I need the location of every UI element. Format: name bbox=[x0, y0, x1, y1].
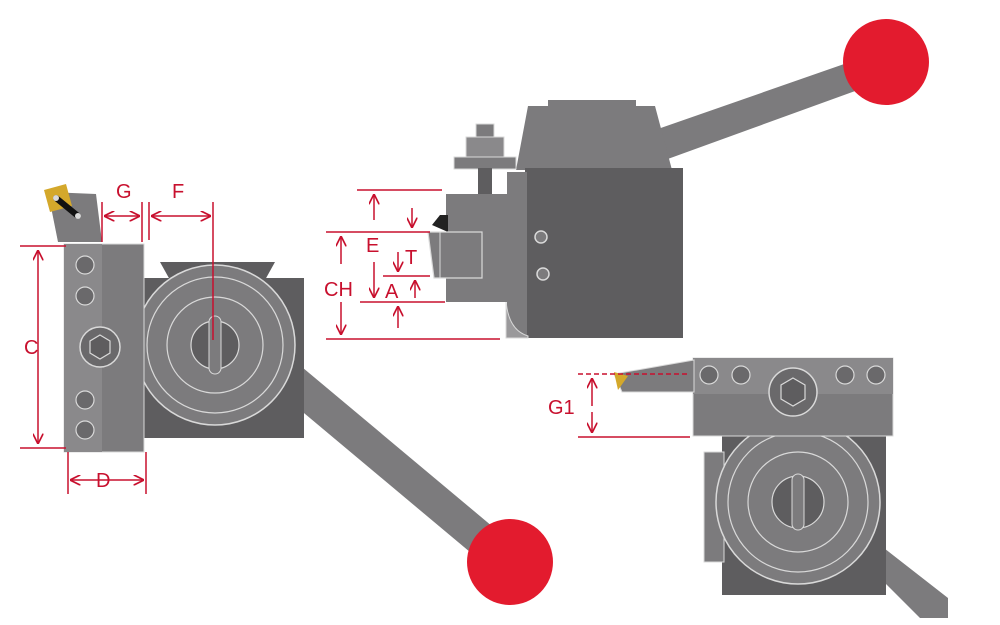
dim-g bbox=[101, 202, 143, 242]
left-handle bbox=[274, 361, 553, 605]
label-f: F bbox=[172, 181, 184, 203]
left-tool-holder bbox=[63, 243, 145, 453]
label-g: G bbox=[116, 181, 132, 203]
dim-c bbox=[20, 245, 66, 449]
label-ch: CH bbox=[324, 279, 353, 301]
dim-f bbox=[148, 202, 214, 340]
label-a: A bbox=[385, 281, 399, 303]
boring-insert-icon bbox=[614, 372, 628, 390]
front-view: G1 bbox=[548, 357, 948, 618]
side-handle bbox=[655, 19, 929, 160]
label-c: C bbox=[24, 337, 38, 359]
label-t: T bbox=[405, 247, 417, 269]
side-view: E T A CH bbox=[324, 19, 929, 340]
left-view: G F C D bbox=[20, 181, 553, 605]
left-disc bbox=[134, 264, 296, 426]
dim-g1 bbox=[578, 373, 690, 438]
side-cutting-tool bbox=[427, 215, 483, 279]
front-boring-bar bbox=[613, 359, 695, 393]
label-g1: G1 bbox=[548, 397, 575, 419]
side-main-body bbox=[525, 168, 683, 338]
front-tool-holder bbox=[692, 357, 894, 437]
left-cutting-tool bbox=[44, 184, 102, 242]
label-e: E bbox=[366, 235, 379, 257]
side-handle-knob bbox=[843, 19, 929, 105]
side-bolt bbox=[453, 123, 517, 196]
label-d: D bbox=[96, 470, 110, 492]
left-handle-knob bbox=[467, 519, 553, 605]
dim-d bbox=[67, 452, 147, 494]
front-disc bbox=[715, 419, 881, 585]
